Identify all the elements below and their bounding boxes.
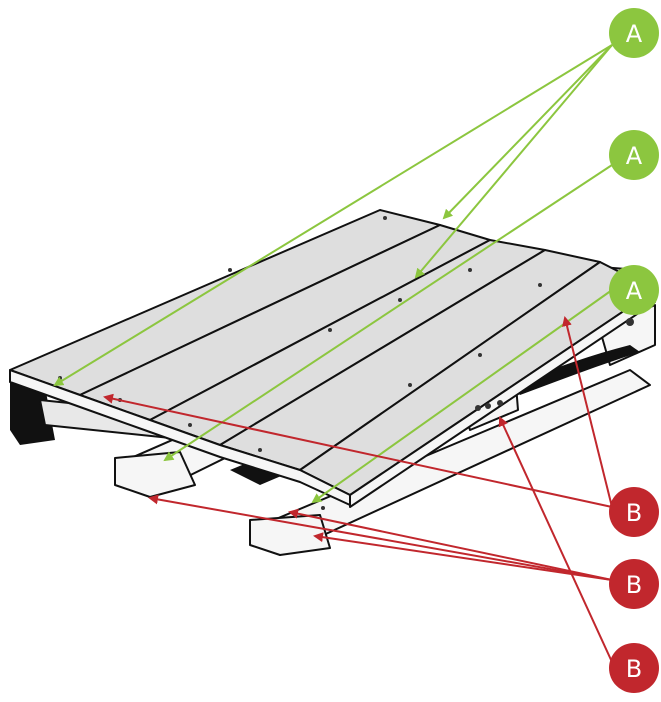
- pallet-illustration: [9, 209, 656, 556]
- arrows-b: [103, 316, 613, 663]
- badge-a-1-label: A: [626, 20, 643, 48]
- arrow-a-3: [53, 44, 613, 387]
- badge-b-1-circle: [609, 487, 659, 537]
- arrow-a-1: [442, 44, 613, 220]
- block-left: [114, 451, 196, 498]
- badge-a-3: A: [609, 265, 659, 315]
- arrows-a: [53, 44, 613, 504]
- deck-shadow-right: [510, 345, 640, 395]
- badge-b-3-circle: [609, 643, 659, 693]
- badge-a-3-label: A: [626, 277, 643, 305]
- arrow-b-2: [103, 393, 613, 508]
- badge-b-1: B: [609, 487, 659, 537]
- badge-b-1-label: B: [626, 499, 642, 527]
- arrow-b-6: [498, 416, 613, 663]
- badge-a-1-circle: [609, 8, 659, 58]
- arrow-b-5: [313, 532, 613, 581]
- arrow-a-4: [163, 164, 613, 462]
- arrow-a-2: [414, 44, 613, 279]
- badge-b-2-circle: [609, 559, 659, 609]
- arrow-b-1: [562, 316, 613, 508]
- badge-b-3: B: [609, 643, 659, 693]
- badge-a-1: A: [609, 8, 659, 58]
- block-front-left: [249, 514, 331, 556]
- badge-a-2-circle: [609, 130, 659, 180]
- arrow-b-3: [288, 508, 613, 581]
- badge-a-2: A: [609, 130, 659, 180]
- block-stamp-marks: [321, 318, 634, 510]
- arrow-b-4: [148, 494, 613, 581]
- badge-b-2: B: [609, 559, 659, 609]
- badge-a-3-circle: [609, 265, 659, 315]
- badge-b-3-label: B: [626, 655, 642, 683]
- badge-b-2-label: B: [626, 571, 642, 599]
- badge-a-2-label: A: [626, 142, 643, 170]
